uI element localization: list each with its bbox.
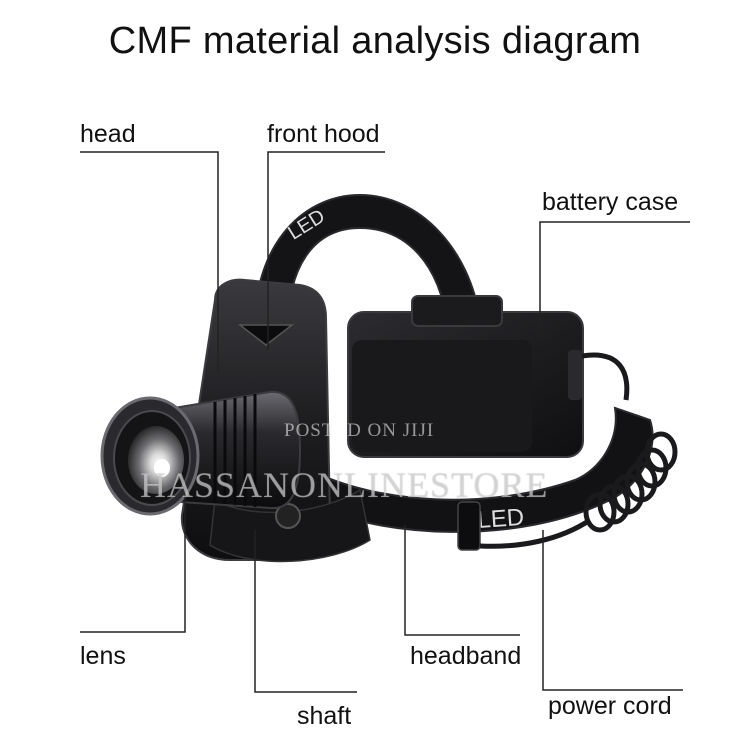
front-hood-marker [237,324,295,346]
battery-case-face [352,340,532,452]
diagram-title: CMF material analysis diagram [108,20,642,62]
leader-head [80,151,219,372]
leader-battery-case [539,221,690,330]
label-power-cord: power cord [548,692,672,720]
leader-power-cord [542,530,683,691]
power-cord-wire [581,352,630,401]
leader-lens [80,490,186,633]
leader-front-hood [267,151,385,350]
leader-shaft [254,530,357,693]
label-battery-case: battery case [542,188,679,216]
lens [128,426,184,494]
label-lens: lens [80,642,126,670]
battery-side-button [568,350,582,400]
power-cord-coils [583,431,678,533]
label-shaft: shaft [297,702,352,730]
label-front-hood: front hood [267,120,380,148]
label-headband: headband [410,642,522,670]
leader-headband [404,525,520,636]
rear-strap-text: LED [477,504,525,534]
lens-highlight [154,459,170,477]
strap-buckle [457,501,481,551]
barrel-rings [213,394,257,507]
label-head: head [80,120,136,148]
leader-lines [80,151,690,693]
battery-clip [411,295,503,327]
power-cord-tail [479,517,592,549]
shaft-knob [275,503,301,529]
